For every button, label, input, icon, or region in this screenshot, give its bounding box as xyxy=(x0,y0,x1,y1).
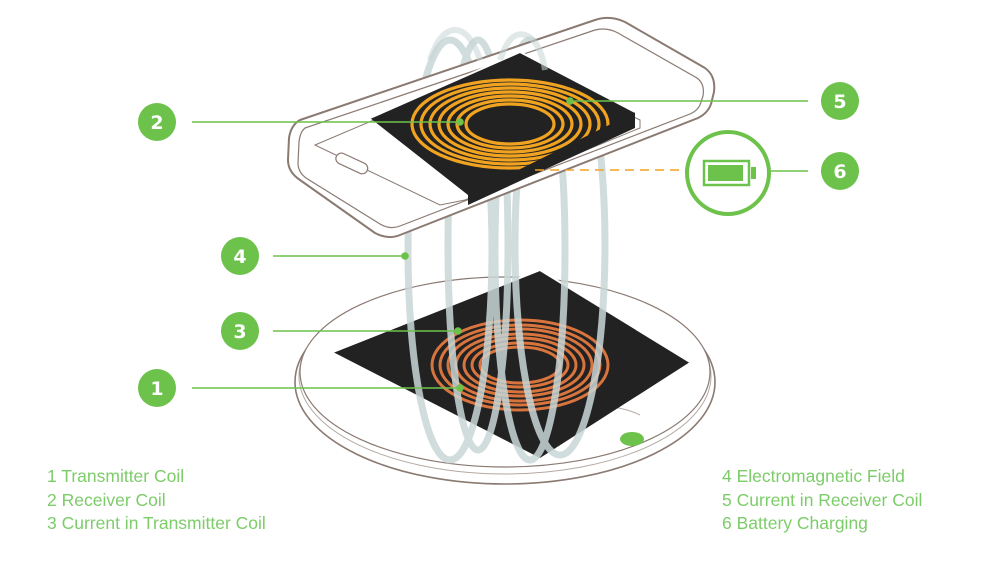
callout-number: 1 xyxy=(150,378,163,400)
callout-number: 3 xyxy=(233,321,246,343)
legend-item: 1 Transmitter Coil xyxy=(47,466,185,486)
callout-1: 1 xyxy=(138,369,176,407)
legend-item: 2 Receiver Coil xyxy=(47,489,166,510)
callout-number: 2 xyxy=(150,112,163,134)
legend-item: 5 Current in Receiver Coil xyxy=(722,489,923,510)
callout-number: 5 xyxy=(833,91,846,113)
battery-charging-indicator xyxy=(685,130,771,216)
battery-full-icon xyxy=(702,159,756,187)
legend-item: 6 Battery Charging xyxy=(722,513,868,533)
callout-3: 3 xyxy=(221,312,259,350)
leader-lines xyxy=(192,97,808,392)
legend-item: 3 Current in Transmitter Coil xyxy=(47,513,266,533)
status-led xyxy=(620,432,644,446)
callout-number: 6 xyxy=(833,161,846,183)
callout-number: 4 xyxy=(233,246,246,268)
receiver-coil xyxy=(410,78,610,170)
smartphone xyxy=(286,16,716,239)
legend-right: 4 Electromagnetic Field 5 Current in Rec… xyxy=(722,465,922,536)
legend-item: 4 Electromagnetic Field xyxy=(722,466,905,486)
callout-2: 2 xyxy=(138,103,176,141)
callout-4: 4 xyxy=(221,237,259,275)
callout-5: 5 xyxy=(821,82,859,120)
callout-6: 6 xyxy=(821,152,859,190)
legend-left: 1 Transmitter Coil 2 Receiver Coil 3 Cur… xyxy=(47,465,266,536)
